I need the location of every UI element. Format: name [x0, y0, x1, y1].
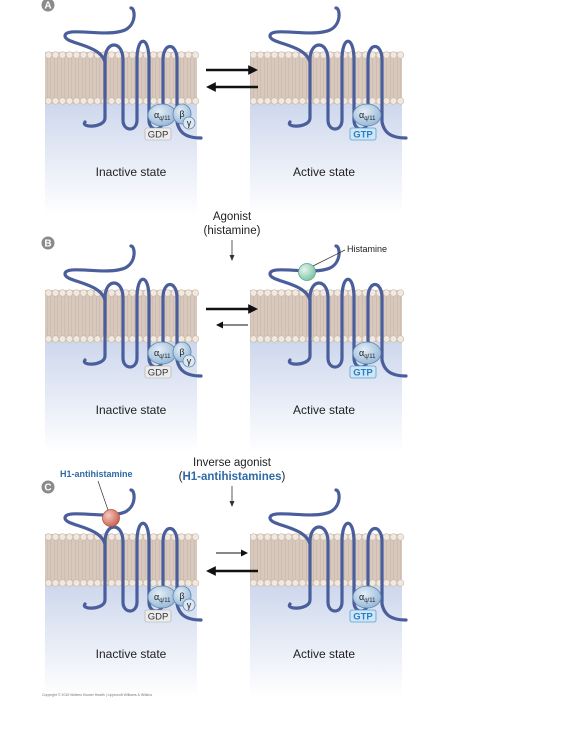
panel-a-right-membrane — [249, 51, 405, 105]
inverse-agonist-label: Inverse agonist — [193, 457, 272, 469]
panel-a-right-gtp-label: GTP — [353, 130, 373, 141]
panel-b-left-beta-label: β — [179, 347, 184, 357]
panel-a-active-receptor-n-terminus — [268, 6, 341, 64]
panel-c-left-alpha-subunit — [147, 585, 177, 609]
panel-letter-badge — [41, 236, 55, 250]
panel-a-right-alpha-label: αq/11 — [359, 110, 376, 122]
active-state-label: Active state — [293, 403, 355, 417]
panel-c-right-alpha-label: αq/11 — [359, 592, 376, 604]
panel-a-left-gamma-label: γ — [187, 118, 192, 128]
antihistamine-ligand — [102, 509, 120, 527]
panel-c-active-receptor-body — [287, 521, 408, 622]
panel-c-inactive-receptor-body — [82, 521, 203, 622]
panel-a-right-gtp-box — [349, 127, 377, 141]
panel-c-left-gdp-box — [144, 609, 172, 623]
panel-c-active-receptor-n-terminus — [268, 488, 341, 546]
panel-b-left-gdp-label: GDP — [148, 368, 169, 379]
panel-b-left-membrane — [44, 289, 200, 343]
panel-c-left-gdp-label: GDP — [148, 612, 169, 623]
agonist-sublabel: (histamine) — [204, 225, 261, 237]
panel-c-left-membrane — [44, 533, 200, 587]
panel-c-reverse-arrow-head — [206, 566, 216, 576]
panel-b-right-gtp-label: GTP — [353, 368, 373, 379]
panel-a-left-gdp-label: GDP — [148, 130, 169, 141]
inactive-state-label: Inactive state — [96, 403, 167, 417]
histamine-leader-line — [312, 249, 346, 267]
panel-c-forward-arrow-head — [241, 549, 248, 557]
panel-b-left-gdp-box — [144, 365, 172, 379]
panel-b-active-receptor-n-terminus — [268, 244, 341, 302]
histamine-ligand — [298, 263, 316, 281]
panel-b-right-gtp-box — [349, 365, 377, 379]
panel-b-left-alpha-label: αq/11 — [154, 348, 171, 360]
panel-b-inactive-receptor-n-terminus — [63, 244, 136, 302]
panel-letter-badge — [41, 480, 55, 494]
copyright-text: Copyright © 2015 Wolters Kluwer Health |… — [42, 693, 152, 697]
panel-b-reverse-arrow-head — [216, 321, 223, 329]
panel-letter: B — [44, 239, 51, 250]
agonist-pointer-head — [229, 255, 235, 261]
panel-b-left-gamma-subunit — [182, 354, 196, 368]
panel-a-inactive-receptor-n-terminus — [63, 6, 136, 64]
panel-a-left-alpha-label: αq/11 — [154, 110, 171, 122]
panel-b-inactive-receptor-body — [82, 277, 203, 378]
panel-a-left-beta-label: β — [179, 109, 184, 119]
panel-a-left-alpha-subunit — [147, 103, 177, 127]
panel-c-right-gtp-label: GTP — [353, 612, 373, 623]
panel-c-left-gamma-subunit — [182, 598, 196, 612]
panel-b-left-alpha-subunit — [147, 341, 177, 365]
active-state-label: Active state — [293, 165, 355, 179]
panel-a-left-membrane — [44, 51, 200, 105]
panel-c-left-beta-label: β — [179, 591, 184, 601]
panel-b-active-receptor-body — [287, 277, 408, 378]
inverse-agonist-drug-label: (H1-antihistamines) — [179, 471, 286, 483]
panel-c-inactive-receptor-n-terminus — [63, 488, 136, 546]
panel-c-right-alpha-subunit — [352, 585, 382, 609]
panel-letter: A — [44, 1, 51, 12]
active-state-label: Active state — [293, 647, 355, 661]
panel-a-forward-arrow-head — [248, 65, 258, 75]
panel-b-right-alpha-subunit — [352, 341, 382, 365]
inactive-state-label: Inactive state — [96, 165, 167, 179]
panel-a-left-gamma-subunit — [182, 116, 196, 130]
inactive-state-label: Inactive state — [96, 647, 167, 661]
panel-c-right-membrane — [249, 533, 405, 587]
panel-b-forward-arrow-head — [248, 304, 258, 314]
panel-letter-badge — [41, 0, 55, 12]
agonist-label: Agonist — [213, 211, 252, 223]
panel-b-right-alpha-label: αq/11 — [359, 348, 376, 360]
h1-antihistamine-callout: H1-antihistamine — [60, 469, 133, 479]
panel-a-reverse-arrow-head — [206, 82, 216, 92]
panel-a-left-gdp-box — [144, 127, 172, 141]
panel-b-left-gamma-label: γ — [187, 356, 192, 366]
panel-a-right-alpha-subunit — [352, 103, 382, 127]
inverse-agonist-pointer-head — [229, 501, 235, 507]
panel-c-left-gamma-label: γ — [187, 600, 192, 610]
panel-c-right-gtp-box — [349, 609, 377, 623]
panel-c-left-alpha-label: αq/11 — [154, 592, 171, 604]
panel-a-inactive-receptor-body — [82, 39, 203, 140]
histamine-callout: Histamine — [347, 244, 387, 254]
antihistamine-leader-line — [97, 480, 109, 511]
panel-letter: C — [44, 483, 51, 494]
panel-a-active-receptor-body — [287, 39, 408, 140]
